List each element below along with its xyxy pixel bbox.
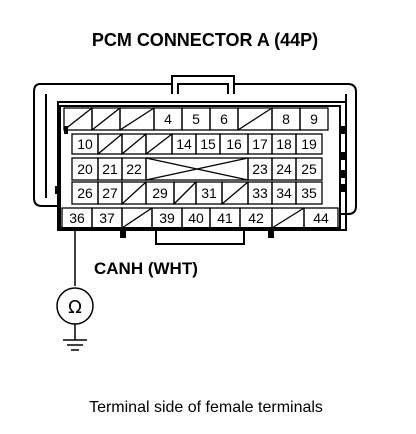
row-5: 36 37 39 40 41 42 44 (61, 207, 339, 229)
terminal-23: 23 (252, 161, 268, 177)
diagram-title: PCM CONNECTOR A (44P) (92, 30, 318, 50)
terminal-19: 19 (301, 136, 317, 152)
terminal-4: 4 (164, 111, 172, 127)
diagram-caption: Terminal side of female terminals (89, 399, 323, 416)
terminal-29: 29 (152, 185, 168, 201)
terminal-22: 22 (126, 161, 142, 177)
ohmmeter-symbol: Ω (56, 287, 94, 325)
terminal-26: 26 (77, 185, 93, 201)
terminal-5: 5 (192, 111, 200, 127)
terminal-18: 18 (276, 136, 292, 152)
terminal-10: 10 (77, 136, 93, 152)
terminal-16: 16 (226, 136, 242, 152)
terminal-34: 34 (276, 185, 292, 201)
terminal-24: 24 (276, 161, 292, 177)
row-1: 4 5 6 8 9 (63, 107, 329, 131)
terminal-6: 6 (220, 111, 228, 127)
terminal-42: 42 (248, 210, 264, 226)
terminal-9: 9 (310, 111, 318, 127)
row-4: 26 27 29 31 33 34 35 (71, 181, 323, 205)
terminal-39: 39 (159, 210, 175, 226)
terminal-25: 25 (301, 161, 317, 177)
terminal-grid: 4 5 6 8 9 10 14 15 16 17 18 19 (61, 107, 339, 229)
row-2: 10 14 15 16 17 18 19 (71, 133, 323, 155)
row-3: 20 21 22 23 24 25 (71, 157, 323, 181)
terminal-8: 8 (282, 111, 290, 127)
terminal-14: 14 (176, 136, 192, 152)
terminal-40: 40 (188, 210, 204, 226)
probe-label: CANH (WHT) (94, 259, 198, 278)
terminal-17: 17 (252, 136, 268, 152)
ohm-icon: Ω (68, 297, 82, 318)
terminal-44: 44 (313, 210, 329, 226)
terminal-27: 27 (102, 185, 118, 201)
terminal-33: 33 (252, 185, 268, 201)
terminal-21: 21 (102, 161, 118, 177)
terminal-20: 20 (77, 161, 93, 177)
terminal-37: 37 (99, 210, 115, 226)
terminal-15: 15 (200, 136, 216, 152)
terminal-41: 41 (217, 210, 233, 226)
terminal-31: 31 (201, 185, 217, 201)
ground-icon (63, 324, 87, 351)
terminal-36: 36 (69, 210, 85, 226)
terminal-35: 35 (301, 185, 317, 201)
